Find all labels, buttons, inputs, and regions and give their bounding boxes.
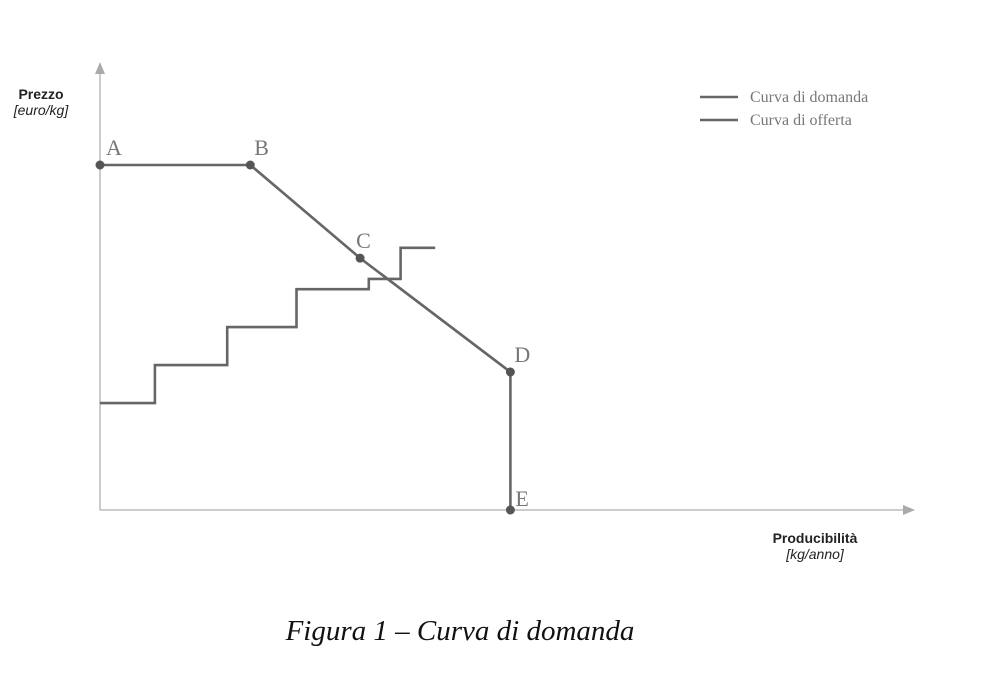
x-axis-title: Producibilità [kg/anno] <box>750 530 880 562</box>
x-axis-label: Producibilità <box>772 530 858 546</box>
axes <box>95 62 915 515</box>
series-line-demand <box>100 163 512 510</box>
point-label-d: D <box>514 342 530 367</box>
point-a <box>95 160 105 170</box>
y-axis-title: Prezzo [euro/kg] <box>4 86 78 118</box>
point-e <box>505 505 515 515</box>
y-axis-unit: [euro/kg] <box>13 102 69 118</box>
series-layer <box>100 163 512 510</box>
point-c <box>355 253 365 263</box>
point-d <box>505 367 515 377</box>
x-axis-arrow <box>903 505 915 515</box>
point-label-b: B <box>254 135 269 160</box>
point-label-a: A <box>106 135 122 160</box>
figure-caption: Figura 1 – Curva di domanda <box>285 615 635 647</box>
y-axis-arrow <box>95 62 105 74</box>
legend-label-1: Curva di offerta <box>750 112 852 129</box>
legend-label-0: Curva di domanda <box>750 89 868 106</box>
point-label-c: C <box>356 228 371 253</box>
series-line-supply <box>100 246 436 405</box>
x-axis-unit: [kg/anno] <box>786 546 844 562</box>
point-label-e: E <box>515 486 528 511</box>
points-layer: A B C D E <box>95 135 530 515</box>
y-axis-label: Prezzo <box>18 86 64 102</box>
point-b <box>245 160 255 170</box>
